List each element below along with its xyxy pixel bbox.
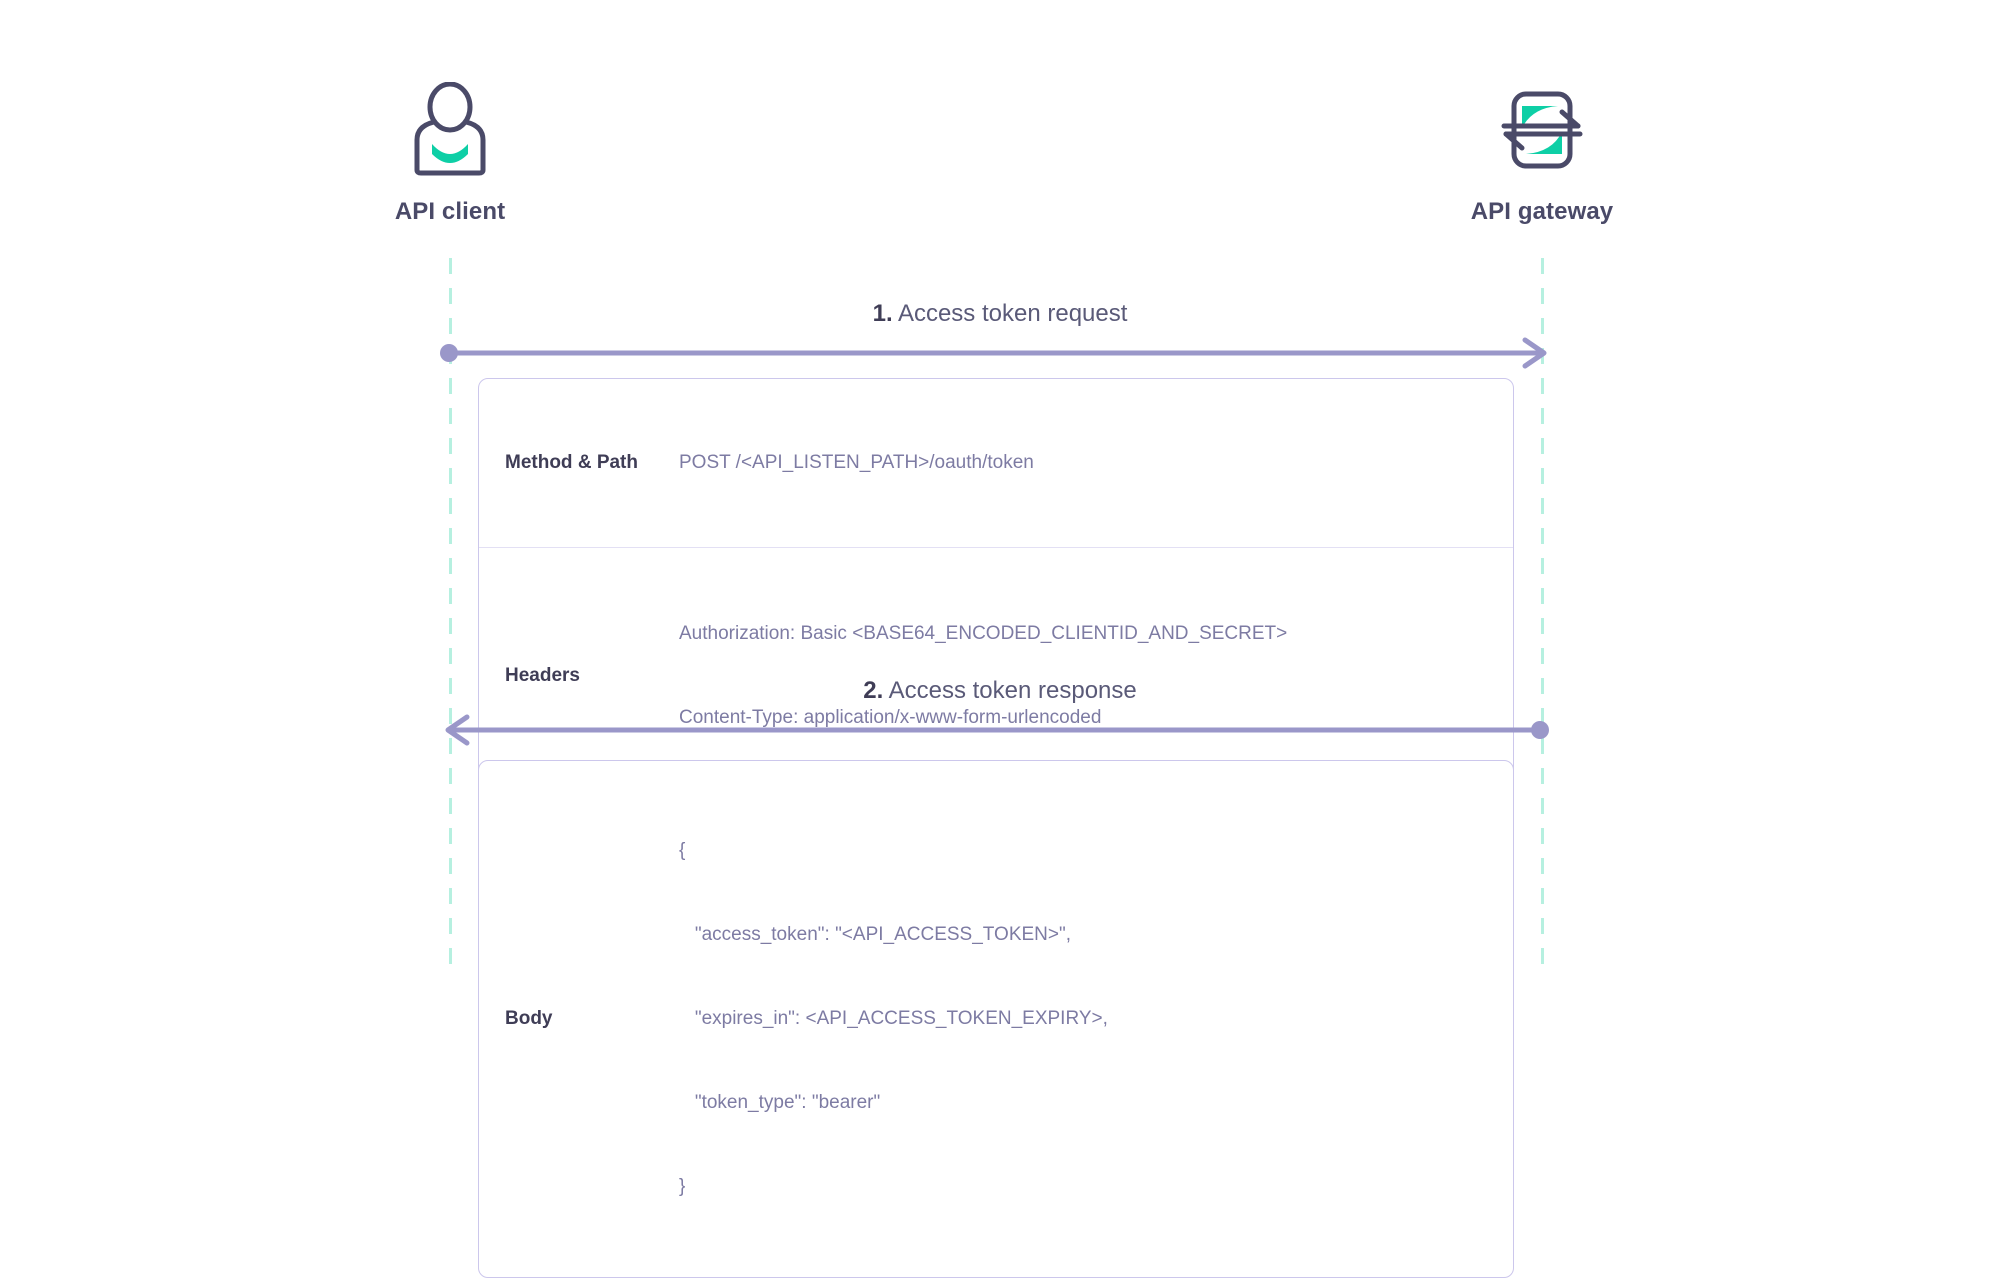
value-line: { <box>679 840 686 861</box>
value-line: Authorization: Basic <BASE64_ENCODED_CLI… <box>679 623 1288 644</box>
row-key-headers: Headers <box>505 665 580 686</box>
message-arrow-1 <box>440 337 1547 369</box>
table-row: Method & Path POST /<API_LISTEN_PATH>/oa… <box>479 379 1513 547</box>
actor-label-api-gateway: API gateway <box>1470 198 1614 225</box>
message-number-2: 2. <box>863 677 884 704</box>
value-line: "access_token": "<API_ACCESS_TOKEN>", <box>679 924 1072 945</box>
row-value-json-body: { "access_token": "<API_ACCESS_TOKEN>", … <box>679 781 1513 1257</box>
table-row: Headers Authorization: Basic <BASE64_ENC… <box>479 547 1513 804</box>
table-row: Body { "access_token": "<API_ACCESS_TOKE… <box>479 761 1513 1277</box>
message-text-2: Access token response <box>888 677 1137 704</box>
lifeline-api-client <box>449 258 452 966</box>
user-avatar-icon <box>320 82 580 178</box>
api-gateway-icon <box>1412 82 1672 178</box>
lifeline-api-gateway <box>1541 258 1544 966</box>
value-line: Content-Type: application/x-www-form-url… <box>679 707 1102 728</box>
row-value-headers: Authorization: Basic <BASE64_ENCODED_CLI… <box>679 564 1513 788</box>
row-key-body: Body <box>505 1008 553 1029</box>
sequence-diagram: API client API gateway 1. Acc <box>320 82 1672 1278</box>
value-line: "token_type": "bearer" <box>679 1092 881 1113</box>
row-value-method-path: POST /<API_LISTEN_PATH>/oauth/token <box>679 393 1513 533</box>
message-arrow-2 <box>445 714 1549 746</box>
message-label-2: 2. Access token response <box>450 677 1550 705</box>
value-line: "expires_in": <API_ACCESS_TOKEN_EXPIRY>, <box>679 1008 1108 1029</box>
value-line: } <box>679 1176 686 1197</box>
value-line: POST /<API_LISTEN_PATH>/oauth/token <box>679 452 1034 473</box>
row-key-method-path: Method & Path <box>505 452 638 473</box>
message-text-1: Access token request <box>897 300 1128 327</box>
actor-label-api-client: API client <box>394 198 506 225</box>
actor-api-client: API client <box>320 82 580 226</box>
message-number-1: 1. <box>872 300 893 327</box>
actor-api-gateway: API gateway <box>1412 82 1672 226</box>
response-detail-table: Body { "access_token": "<API_ACCESS_TOKE… <box>478 760 1514 1278</box>
message-label-1: 1. Access token request <box>450 300 1550 328</box>
